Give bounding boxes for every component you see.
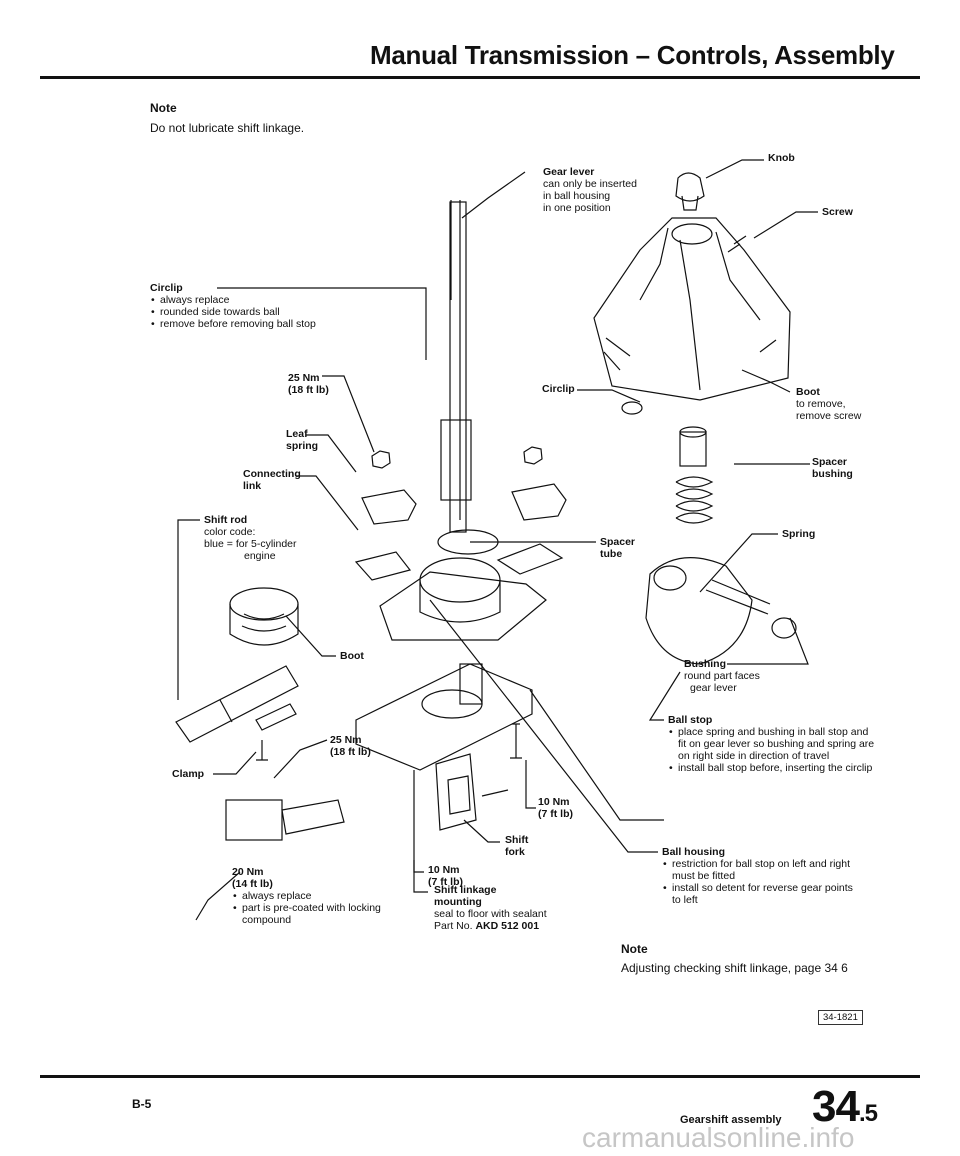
bushing-title: Bushing (684, 658, 726, 670)
torque-value-imperial: (18 ft lb) (288, 384, 329, 396)
gear-lever-title: Gear lever (543, 166, 595, 178)
torque-value: 20 Nm (232, 866, 264, 878)
circlip-bullet: remove before removing ball stop (151, 318, 316, 330)
torque-10-left-label: 10 Nm (7 ft lb) (428, 864, 463, 888)
shift-fork-label: Shift fork (505, 834, 528, 858)
gear-lever-line: can only be inserted (543, 178, 637, 190)
torque-value: 25 Nm (288, 372, 320, 384)
spacer-tube-label: Spacer tube (600, 536, 635, 560)
torque-value-imperial: (7 ft lb) (428, 876, 463, 888)
torque-value: 10 Nm (428, 864, 460, 876)
gear-lever-label: Gear lever can only be inserted in ball … (543, 166, 637, 214)
page-number: 34.5 (812, 1082, 878, 1132)
part-number-prefix: Part No. (434, 920, 476, 932)
ball-housing-label: Ball housing restriction for ball stop o… (662, 846, 862, 906)
shift-linkage-mounting-title: Shift linkage (434, 884, 497, 896)
footer-rule (40, 1075, 920, 1078)
ball-stop-bullet: place spring and bushing in ball stop an… (669, 726, 878, 762)
boot-right-line: remove screw (796, 410, 862, 422)
leaf-spring-title2: spring (286, 440, 319, 452)
knob-label: Knob (768, 152, 795, 164)
note-heading-bottom: Note (621, 942, 648, 956)
spring-label: Spring (782, 528, 816, 540)
circlip-title: Circlip (150, 282, 183, 294)
bushing-line: round part faces (684, 670, 760, 682)
shift-fork-title: Shift (505, 834, 529, 846)
connecting-link-title2: link (243, 480, 262, 492)
bushing-label: Bushing round part faces gear lever (684, 658, 760, 694)
shift-linkage-mounting-label: Shift linkage mounting seal to floor wit… (434, 884, 547, 932)
header-rule (40, 76, 920, 79)
spacer-tube-title: Spacer (600, 536, 636, 548)
note-text: Do not lubricate shift linkage. (150, 121, 305, 135)
torque-20-label: 20 Nm (14 ft lb) always replace part is … (232, 866, 382, 926)
connecting-link-title: Connecting (243, 468, 301, 480)
boot-left-label: Boot (340, 650, 364, 662)
ball-stop-title: Ball stop (668, 714, 713, 726)
ball-housing-bullet: install so detent for reverse gear point… (663, 882, 862, 906)
torque-value: 10 Nm (538, 796, 570, 808)
torque-25-top-label: 25 Nm (18 ft lb) (288, 372, 329, 396)
shift-rod-line: blue = for 5-cylinder (204, 538, 297, 550)
ball-stop-label: Ball stop place spring and bushing in ba… (668, 714, 878, 774)
ball-housing-bullet: restriction for ball stop on left and ri… (663, 858, 862, 882)
torque-value-imperial: (7 ft lb) (538, 808, 573, 820)
boot-right-label: Boot to remove, remove screw (796, 386, 861, 422)
torque-20-bullet: part is pre-coated with locking compound (233, 902, 382, 926)
page-number-main: 34 (812, 1082, 860, 1131)
watermark: carmanualsonline.info (582, 1122, 855, 1153)
torque-20-bullet: always replace (233, 890, 382, 902)
page-ref-left: B-5 (132, 1097, 152, 1111)
shift-rod-label: Shift rod color code: blue = for 5-cylin… (204, 514, 297, 562)
torque-25-clamp-label: 25 Nm (18 ft lb) (330, 734, 371, 758)
shift-rod-line: engine (244, 550, 276, 562)
section-title: Gearshift assembly (680, 1114, 782, 1126)
leaf-spring-title: Leaf (286, 428, 308, 440)
torque-value-imperial: (18 ft lb) (330, 746, 371, 758)
page-title: Manual Transmission – Controls, Assembly (370, 40, 895, 70)
shift-rod-line: color code: (204, 526, 256, 538)
bushing-line: gear lever (690, 682, 737, 694)
shift-linkage-mounting-line: seal to floor with sealant (434, 908, 547, 920)
part-number: AKD 512 001 (475, 920, 540, 932)
shift-fork-title2: fork (505, 846, 525, 858)
ball-housing-title: Ball housing (662, 846, 725, 858)
gear-lever-line: in one position (543, 202, 611, 214)
page-number-sub: .5 (858, 1100, 878, 1127)
shift-rod-title: Shift rod (204, 514, 248, 526)
circlip-label: Circlip always replace rounded side towa… (150, 282, 316, 330)
circlip-center-label: Circlip (542, 383, 575, 395)
spacer-bushing-title: Spacer (812, 456, 848, 468)
spacer-tube-title2: tube (600, 548, 623, 560)
note-heading: Note (150, 101, 177, 115)
gear-lever-line: in ball housing (543, 190, 611, 202)
torque-value-imperial: (14 ft lb) (232, 878, 273, 890)
screw-label: Screw (822, 206, 853, 218)
torque-10-right-label: 10 Nm (7 ft lb) (538, 796, 573, 820)
clamp-label: Clamp (172, 768, 205, 780)
spacer-bushing-label: Spacer bushing (812, 456, 853, 480)
circlip-bullet: always replace (151, 294, 316, 306)
connecting-link-label: Connecting link (243, 468, 301, 492)
ball-stop-bullet: install ball stop before, inserting the … (669, 762, 878, 774)
torque-value: 25 Nm (330, 734, 362, 746)
boot-right-line: to remove, (796, 398, 846, 410)
shift-linkage-mounting-title2: mounting (434, 896, 482, 908)
boot-right-title: Boot (796, 386, 820, 398)
figure-number: 34-1821 (818, 1010, 863, 1025)
spacer-bushing-title2: bushing (812, 468, 853, 480)
note-text-bottom: Adjusting checking shift linkage, page 3… (621, 961, 848, 975)
leaf-spring-label: Leaf spring (286, 428, 318, 452)
circlip-bullet: rounded side towards ball (151, 306, 316, 318)
